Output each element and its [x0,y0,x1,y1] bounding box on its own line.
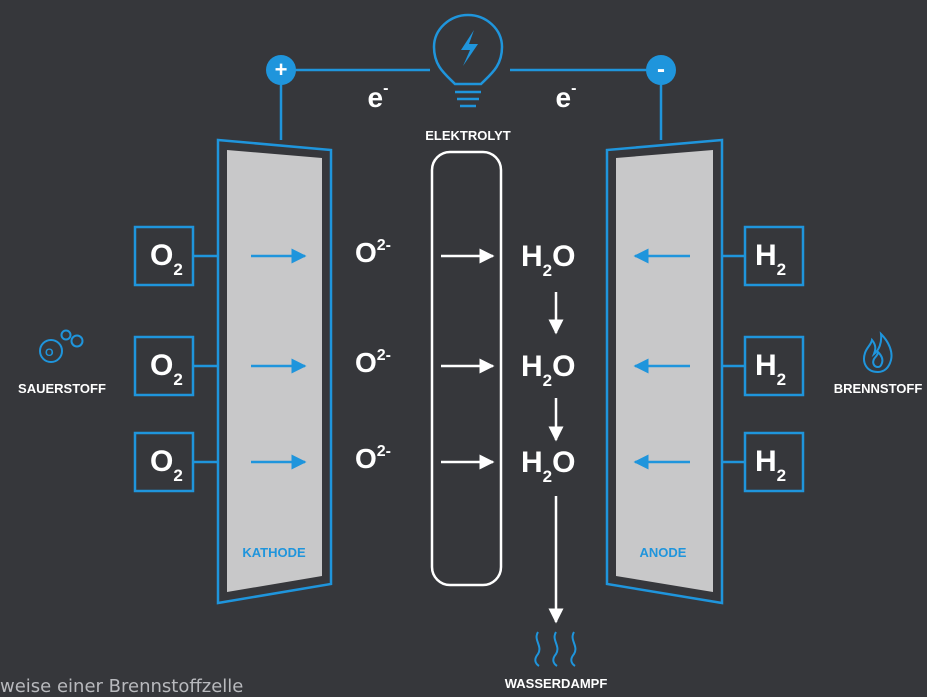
oxide-ion-label: O2- [355,237,391,268]
electron-label-left: e- [368,80,389,113]
plus-symbol: + [275,57,288,82]
steam-label: WASSERDAMPF [505,676,608,691]
oxygen-molecule-icon: O [39,329,84,363]
oxide-ion-label: O2- [355,443,391,474]
svg-text:O: O [45,347,54,359]
oxygen-source-label: SAUERSTOFF [18,381,106,396]
reaction-row-3: O2 O2- H2O H2 [133,431,805,493]
oxygen-input-label: O2 [150,239,183,279]
anode-plate [605,138,724,605]
oxygen-input-label: O2 [150,445,183,485]
electron-label-right: e- [556,80,577,113]
water-product-label: H2O [521,240,575,280]
flame-icon [863,331,893,374]
circuit-wires [279,68,663,140]
reaction-row-1: O2 O2- H2O H2 [133,225,805,287]
figure-caption: weise einer Brennstoffzelle [0,676,244,697]
fuel-source-label: BRENNSTOFF [834,381,923,396]
hydrogen-input-label: H2 [755,349,786,389]
hydrogen-input-box [743,225,805,287]
positive-terminal: + [266,55,296,85]
hydrogen-input-box [743,335,805,397]
water-product-label: H2O [521,446,575,486]
minus-symbol: - [657,56,665,83]
reaction-row-2: O2 O2- H2O H2 [133,335,805,397]
steam-icon [534,631,577,667]
lightbulb-bolt-icon [432,13,504,108]
cathode-label: KATHODE [242,545,306,560]
cathode-plate [216,138,333,605]
electrolyte-label: ELEKTROLYT [425,128,511,143]
oxygen-input-label: O2 [150,349,183,389]
oxide-ion-label: O2- [355,347,391,378]
water-product-label: H2O [521,350,575,390]
negative-terminal: - [646,55,676,85]
hydrogen-input-label: H2 [755,239,786,279]
hydrogen-input-box [743,431,805,493]
electrolyte-tube [430,150,503,587]
hydrogen-input-label: H2 [755,445,786,485]
anode-label: ANODE [640,545,687,560]
